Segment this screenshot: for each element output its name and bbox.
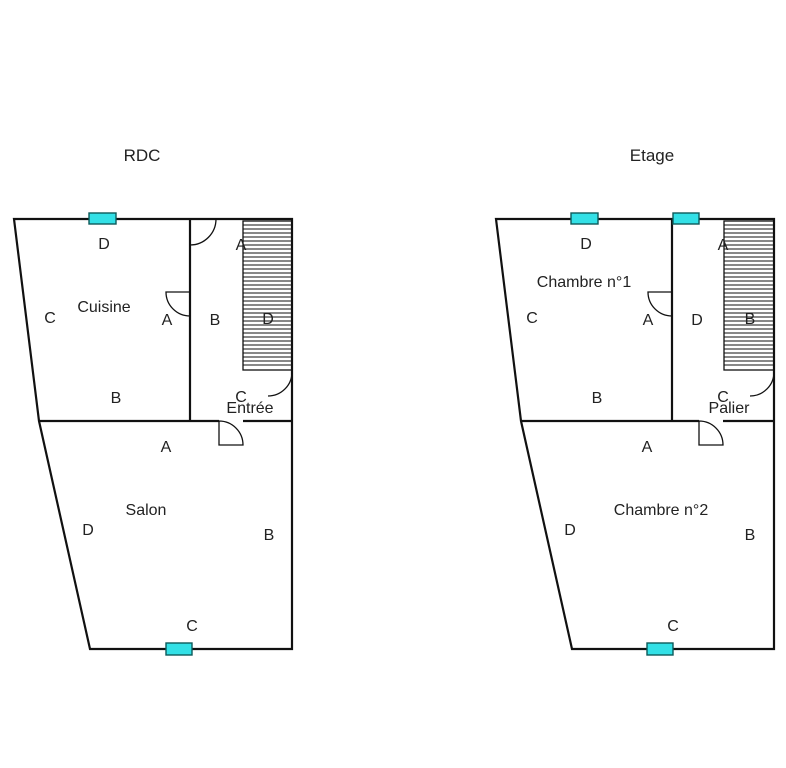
- wall-mark: B: [745, 527, 756, 544]
- room-label-kitchen: Cuisine: [77, 299, 130, 316]
- wall-mark: D: [691, 312, 703, 329]
- stair-steps: [724, 224, 774, 366]
- window: [672, 212, 700, 225]
- outer-wall: [12, 217, 294, 651]
- wall-mark: B: [210, 312, 221, 329]
- room-label-hall: Entrée: [226, 400, 273, 417]
- room-label-living: Salon: [126, 502, 167, 519]
- wall-mark: D: [98, 236, 110, 253]
- staircase: [242, 220, 293, 371]
- stair-steps: [243, 224, 292, 366]
- wall-mark: C: [526, 310, 538, 327]
- wall-mark: A: [643, 312, 654, 329]
- room-label-bedroom-1: Chambre n°1: [537, 274, 632, 291]
- wall-mark: D: [82, 522, 94, 539]
- wall-mark: D: [262, 311, 274, 328]
- plan-title: Etage: [630, 146, 674, 165]
- wall-mark: C: [235, 389, 247, 406]
- door-kitchen-side: [165, 291, 191, 317]
- wall-mark: A: [718, 237, 729, 254]
- wall-mark: B: [745, 311, 756, 328]
- window: [646, 642, 674, 656]
- wall-mark: A: [161, 439, 172, 456]
- wall-mark: D: [580, 236, 592, 253]
- window: [570, 212, 599, 225]
- wall-mark: B: [264, 527, 275, 544]
- wall-mark: B: [592, 390, 603, 407]
- plan-title: RDC: [124, 146, 161, 165]
- door-kitchen-top: [189, 218, 217, 246]
- window: [165, 642, 193, 656]
- door-room1-side: [647, 291, 673, 317]
- door-stair: [749, 371, 775, 397]
- wall-mark: C: [44, 310, 56, 327]
- door-room2: [698, 420, 724, 446]
- plan-etage: Etage Chambre n°1 Palier Chambre n°2 D C…: [494, 146, 776, 656]
- room-label-bedroom-2: Chambre n°2: [614, 502, 709, 519]
- window: [88, 212, 117, 225]
- staircase: [723, 220, 775, 371]
- wall-mark: C: [667, 618, 679, 635]
- wall-mark: C: [186, 618, 198, 635]
- wall-mark: A: [642, 439, 653, 456]
- wall-mark: B: [111, 390, 122, 407]
- door-stair: [267, 371, 293, 397]
- door-living: [218, 420, 244, 446]
- wall-mark: C: [717, 389, 729, 406]
- wall-mark: A: [162, 312, 173, 329]
- room-label-landing: Palier: [709, 400, 751, 417]
- wall-mark: D: [564, 522, 576, 539]
- plan-rdc: RDC Cuisine Entrée Salon D C A B A B D C…: [12, 146, 294, 656]
- wall-mark: A: [236, 237, 247, 254]
